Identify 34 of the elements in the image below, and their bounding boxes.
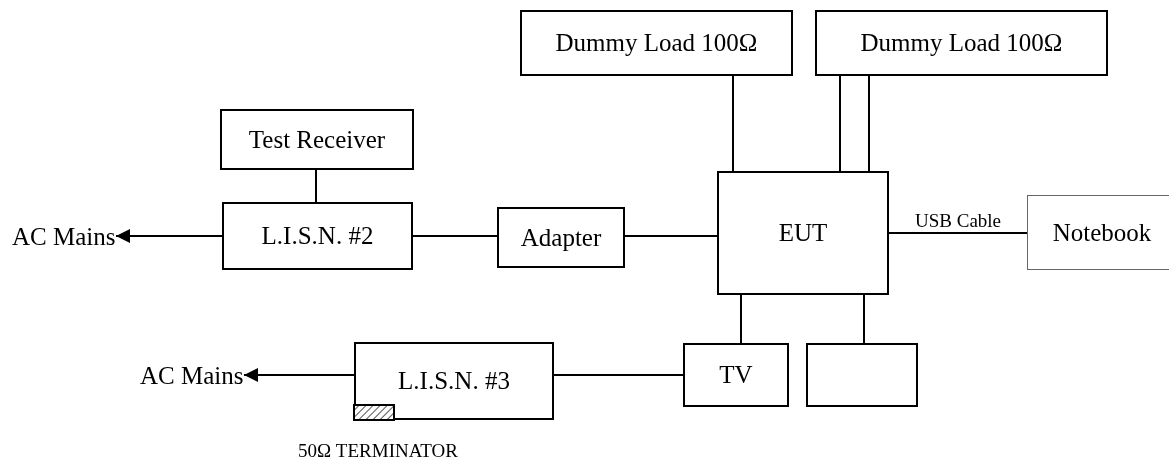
connector-line <box>888 232 1028 234</box>
destination-label: AC Mains <box>140 362 244 390</box>
box-label: Notebook <box>1052 218 1152 247</box>
block-box <box>220 109 414 170</box>
empty-box <box>806 343 918 407</box>
arrow <box>243 368 355 382</box>
connector-line <box>839 75 841 172</box>
connector-line <box>315 169 317 203</box>
box-label: Dummy Load 100Ω <box>555 29 758 57</box>
box-label: L.I.S.N. #3 <box>398 367 510 395</box>
box-label: Test Receiver <box>248 125 386 154</box>
box-label: Adapter <box>520 223 602 252</box>
block-box <box>520 10 793 76</box>
connector-line <box>863 294 865 344</box>
connector-line <box>732 75 734 172</box>
block-box <box>497 207 625 268</box>
destination-label: AC Mains <box>12 223 116 251</box>
terminator-label: 50Ω TERMINATOR <box>298 440 458 462</box>
connector-line <box>553 374 684 376</box>
block-box <box>683 343 789 407</box>
arrow <box>115 229 223 243</box>
connector-line <box>868 75 870 172</box>
block-box <box>222 202 413 270</box>
connector-line <box>624 235 718 237</box>
block-box <box>1027 195 1169 270</box>
box-label: L.I.S.N. #2 <box>261 222 374 250</box>
block-box <box>717 171 889 295</box>
box-label: TV <box>719 361 753 389</box>
connector-line <box>412 235 498 237</box>
box-label: Dummy Load 100Ω <box>860 29 1063 57</box>
box-label: EUT <box>778 219 828 247</box>
block-box <box>815 10 1108 76</box>
edge-label: USB Cable <box>915 211 1002 230</box>
connector-line <box>740 294 742 344</box>
